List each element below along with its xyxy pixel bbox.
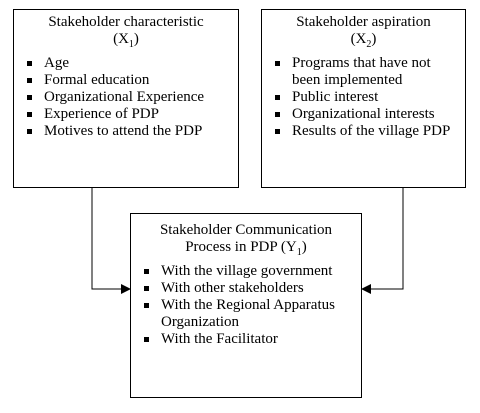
communication-process-box: Stakeholder Communication Process in PDP… — [130, 213, 362, 398]
arrow-x2-to-y1 — [361, 188, 404, 294]
stakeholder-characteristic-box: Stakeholder characteristic (X1) Age Form… — [13, 9, 239, 188]
list-item: Age — [22, 55, 230, 72]
box-x1-list: Age Formal education Organizational Expe… — [22, 55, 230, 140]
list-item: Formal education — [22, 72, 230, 89]
list-item: Programs that have not been implemented — [270, 55, 457, 89]
box-y1-list: With the village government With other s… — [139, 263, 353, 348]
arrow-x1-to-y1 — [91, 188, 131, 294]
list-item: Experience of PDP — [22, 106, 230, 123]
list-item: With the Facilitator — [139, 331, 353, 348]
list-item: Motives to attend the PDP — [22, 123, 230, 140]
list-item: Organizational interests — [270, 106, 457, 123]
box-x2-title: Stakeholder aspiration (X2) — [296, 14, 431, 50]
list-item: Organizational Experience — [22, 89, 230, 106]
list-item: With other stakeholders — [139, 280, 353, 297]
list-item: Results of the village PDP — [270, 123, 457, 140]
stakeholder-aspiration-box: Stakeholder aspiration (X2) Programs tha… — [261, 9, 466, 188]
box-x1-title: Stakeholder characteristic (X1) — [48, 14, 204, 50]
list-item: With the village government — [139, 263, 353, 280]
box-y1-title: Stakeholder Communication Process in PDP… — [159, 222, 333, 258]
list-item: With the Regional Apparatus Organization — [139, 297, 353, 331]
list-item: Public interest — [270, 89, 457, 106]
box-x2-list: Programs that have not been implemented … — [270, 55, 457, 140]
